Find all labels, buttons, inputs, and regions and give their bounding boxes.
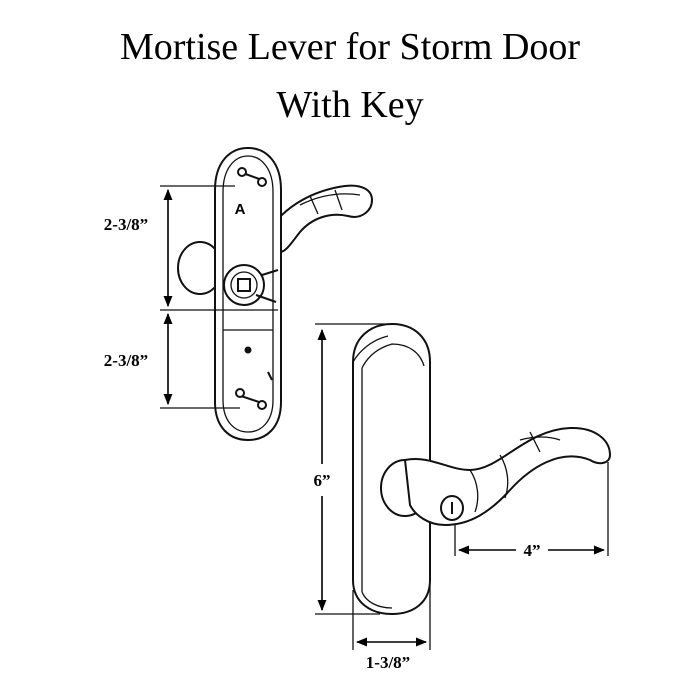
rear-plate: A <box>177 146 374 442</box>
title-line-2: With Key <box>276 84 424 126</box>
dim-width-label: 1-3/8” <box>366 653 410 672</box>
rear-dimensions: 2-3/8” 2-3/8” <box>104 185 278 409</box>
dim-height-label: 6” <box>314 471 331 490</box>
rear-plate-mark: A <box>235 201 246 218</box>
rear-lever <box>266 184 374 254</box>
front-dimensions: 6” 1-3/8” 4” <box>314 323 609 672</box>
front-plate <box>352 322 612 616</box>
dim-lower-label: 2-3/8” <box>104 351 148 370</box>
dim-lever-label: 4” <box>524 541 541 560</box>
title-line-1: Mortise Lever for Storm Door <box>119 26 581 68</box>
rear-keyhole <box>244 346 252 354</box>
dim-upper-label: 2-3/8” <box>104 215 148 234</box>
